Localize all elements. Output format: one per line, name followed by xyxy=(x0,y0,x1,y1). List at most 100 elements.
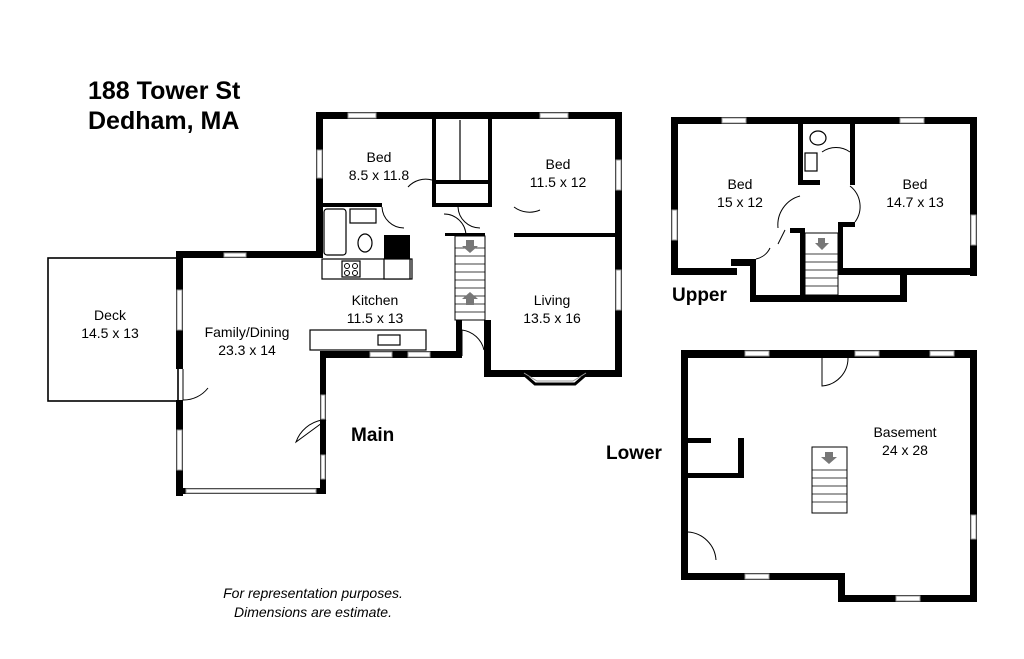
wall xyxy=(970,350,977,602)
kitchen-island xyxy=(309,329,427,351)
wall xyxy=(738,438,744,478)
window xyxy=(320,394,326,420)
bay-window xyxy=(523,372,587,382)
wall xyxy=(838,225,843,275)
bathtub xyxy=(323,208,347,256)
wall xyxy=(681,350,688,580)
door-swing xyxy=(443,213,467,237)
door-swing xyxy=(849,185,861,223)
room-size: 14.7 x 13 xyxy=(886,194,944,210)
window xyxy=(347,112,377,119)
room-name: Deck xyxy=(94,307,127,323)
wall xyxy=(688,438,711,443)
stair-treads xyxy=(455,247,485,313)
room-size: 8.5 x 11.8 xyxy=(349,167,410,183)
window xyxy=(539,112,569,119)
stair-down-arrow xyxy=(462,240,478,253)
kitchen-sink xyxy=(377,334,401,346)
window xyxy=(185,488,317,494)
wall xyxy=(176,251,323,258)
window xyxy=(671,209,678,241)
door-swing xyxy=(755,247,771,260)
door-swing xyxy=(182,369,209,401)
wall xyxy=(798,180,820,185)
wall xyxy=(688,473,744,478)
wall xyxy=(750,259,756,302)
floor-label-upper: Upper xyxy=(672,285,728,306)
stove-burner xyxy=(352,270,358,276)
door-swing xyxy=(777,229,786,245)
wall xyxy=(445,233,485,236)
wall xyxy=(320,203,382,207)
bay-window xyxy=(519,369,591,386)
door-swing xyxy=(381,206,405,229)
window xyxy=(407,351,431,358)
room-name: Basement xyxy=(873,424,936,440)
room-size: 11.5 x 13 xyxy=(347,310,404,326)
door-swing xyxy=(777,195,801,229)
room-size: 11.5 x 12 xyxy=(530,174,587,190)
room-name: Kitchen xyxy=(352,292,399,308)
window xyxy=(176,289,183,331)
wall xyxy=(790,228,805,233)
window xyxy=(744,350,770,357)
wall xyxy=(514,233,618,237)
wall xyxy=(671,117,678,275)
window xyxy=(369,351,393,358)
window xyxy=(615,159,622,191)
wall xyxy=(384,235,410,259)
address-city: Dedham, MA xyxy=(88,107,239,135)
wall xyxy=(671,117,977,124)
wall xyxy=(615,112,622,377)
bath-sink xyxy=(804,152,818,172)
toilet xyxy=(809,130,827,146)
door-swing xyxy=(407,178,433,188)
wall xyxy=(316,112,622,119)
bath-sink xyxy=(349,208,377,224)
room-name: Bed xyxy=(903,176,928,192)
fridge xyxy=(383,258,411,280)
room-name: Living xyxy=(534,292,571,308)
stove-burner xyxy=(344,270,350,276)
window xyxy=(721,117,747,124)
door-swing xyxy=(687,531,717,561)
stove-burner xyxy=(344,263,350,269)
room-size: 24 x 28 xyxy=(882,442,928,458)
room-size: 14.5 x 13 xyxy=(81,325,139,341)
wall xyxy=(488,112,492,207)
stairs xyxy=(454,235,486,321)
window xyxy=(970,514,977,540)
door-swing xyxy=(461,329,485,356)
window xyxy=(176,429,183,471)
door-swing xyxy=(513,206,541,213)
disclaimer-line-1: For representation purposes. xyxy=(223,585,403,601)
stove-burner xyxy=(352,263,358,269)
room-name: Family/Dining xyxy=(205,324,290,340)
upper-floor: Bed 15 x 12 Bed 14.7 x 13 Upper xyxy=(671,117,977,306)
door-swing xyxy=(821,146,851,153)
disclaimer-line-2: Dimensions are estimate. xyxy=(234,604,392,620)
wall xyxy=(316,112,323,258)
wall xyxy=(456,320,462,358)
wall xyxy=(838,222,855,227)
stove xyxy=(341,260,361,278)
window xyxy=(223,252,247,258)
room-size: 15 x 12 xyxy=(717,194,763,210)
door-swing xyxy=(821,357,849,387)
room-size: 23.3 x 14 xyxy=(218,342,276,358)
window xyxy=(316,149,323,179)
wall xyxy=(681,350,977,358)
stair-down-arrow xyxy=(821,452,837,464)
stair-treads xyxy=(812,469,847,503)
wall xyxy=(838,573,845,602)
stair-down-arrow xyxy=(815,238,829,250)
wall xyxy=(838,268,977,275)
room-name: Bed xyxy=(728,176,753,192)
wall xyxy=(671,268,737,275)
wall xyxy=(484,320,491,377)
window xyxy=(895,595,921,602)
wall xyxy=(800,230,805,296)
window xyxy=(899,117,925,124)
door-swing xyxy=(457,206,481,229)
